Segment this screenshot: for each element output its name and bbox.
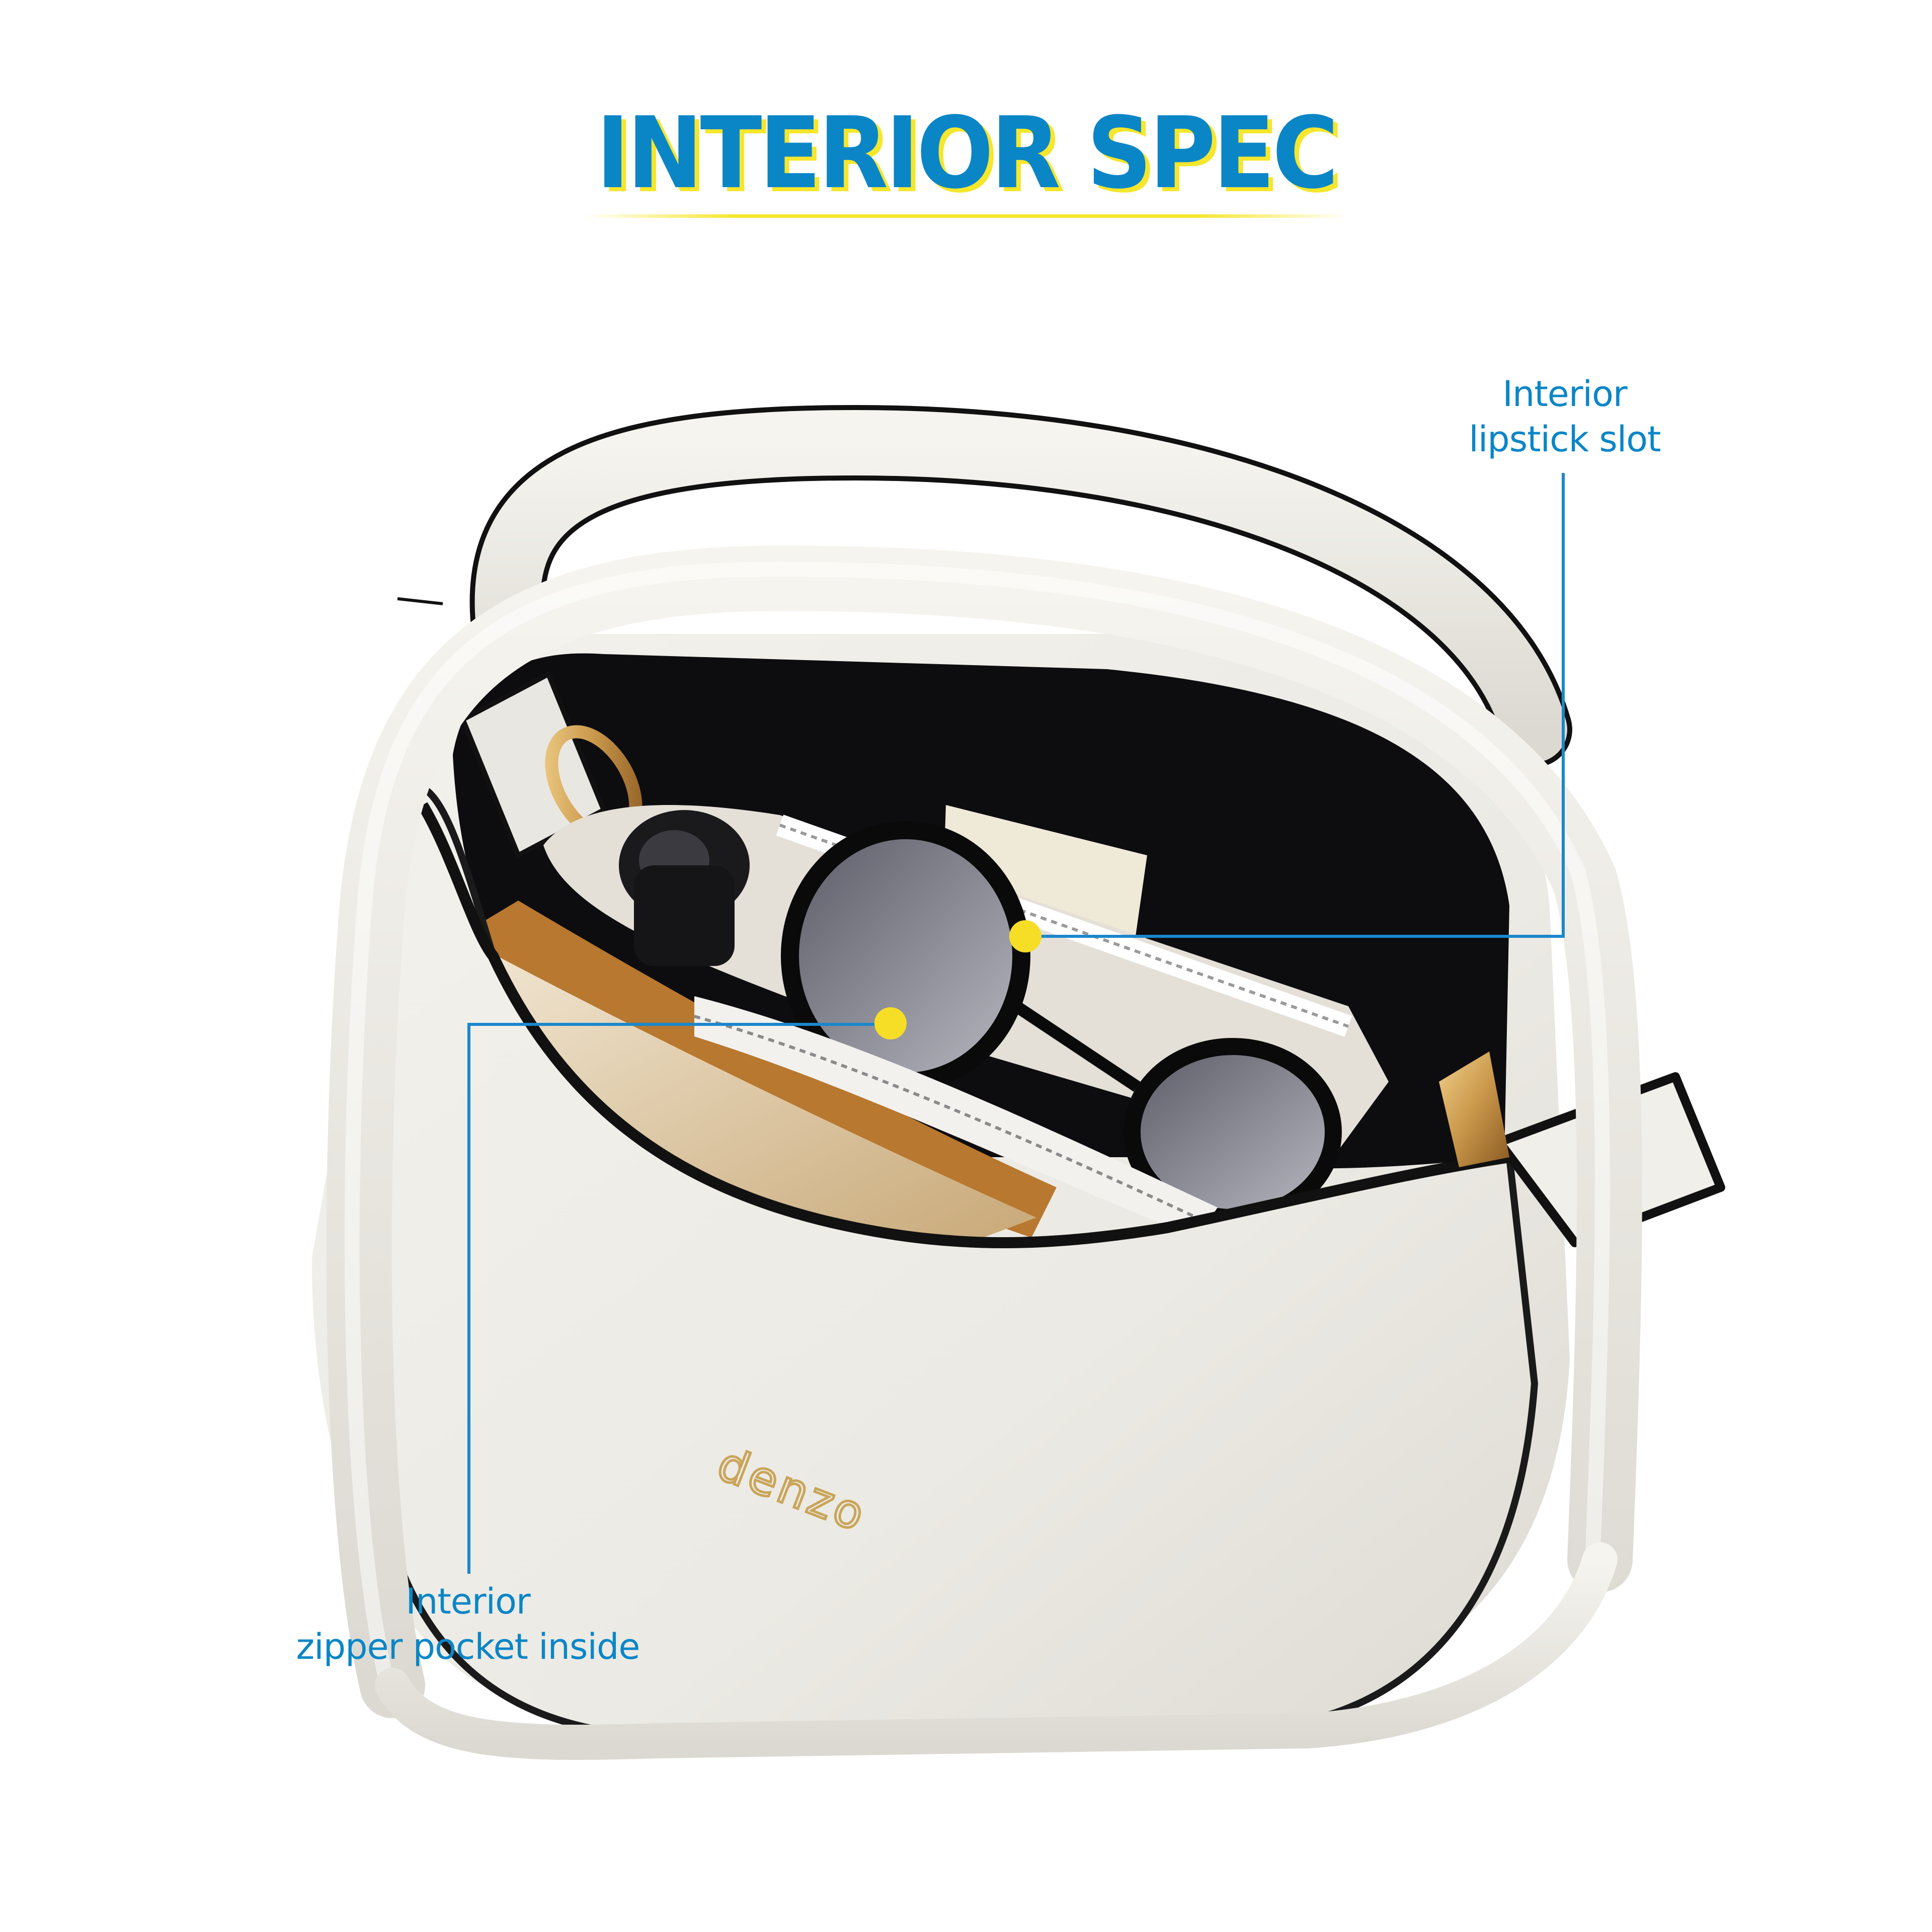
loose-thread [397, 597, 443, 605]
callout-lipstick-leader-horizontal [1026, 935, 1565, 938]
callout-zipper-leader-vertical [467, 1023, 470, 1574]
callout-zipper-line1: Interior [406, 1581, 530, 1622]
callout-lipstick-leader-vertical [1562, 473, 1565, 938]
front-handle [326, 545, 1642, 1760]
callout-zipper-line2: zipper pocket inside [296, 1626, 640, 1667]
page-title: INTERIOR SPEC [596, 96, 1339, 211]
callout-zipper-marker-dot [874, 1007, 907, 1039]
lipstick [619, 810, 750, 966]
callout-lipstick-line2: lipstick slot [1469, 419, 1661, 460]
callout-lipstick-marker-dot [1009, 920, 1041, 952]
callout-zipper-leader-horizontal [467, 1023, 890, 1026]
callout-lipstick-slot-label: Interior lipstick slot [1414, 371, 1716, 462]
callout-lipstick-line1: Interior [1502, 373, 1627, 415]
front-zipper-pocket [694, 996, 1218, 1238]
back-handle [469, 405, 1572, 767]
notebook [468, 901, 1057, 1248]
callout-zipper-pocket-label: Interior zipper pocket inside [242, 1579, 694, 1669]
title-underline [584, 214, 1348, 218]
